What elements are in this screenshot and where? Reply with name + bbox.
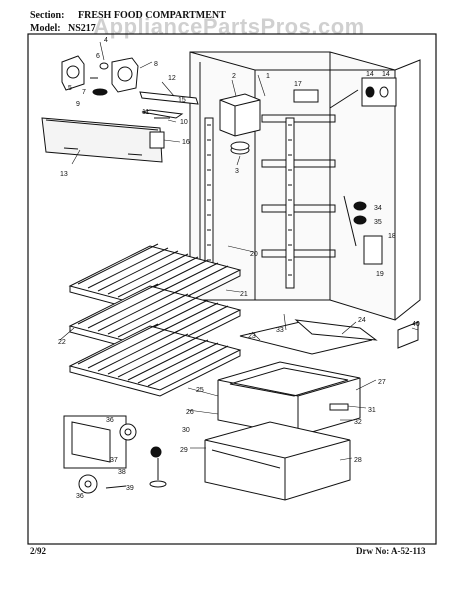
callout-14b: 14 [382, 71, 390, 78]
model-label: Model: [30, 23, 61, 34]
section-title: FRESH FOOD COMPARTMENT [78, 10, 226, 21]
callout-12: 12 [168, 75, 176, 82]
callout-29: 29 [180, 447, 188, 454]
pan-slide [329, 403, 349, 411]
callout-17: 17 [294, 81, 302, 88]
control-housing [219, 93, 261, 137]
crisper-pan-lower [204, 421, 351, 501]
callout-27: 27 [378, 379, 386, 386]
callout-14a: 14 [366, 71, 374, 78]
footer-date: 2/92 [30, 546, 47, 556]
callout-33: 33 [276, 327, 284, 334]
callout-16: 16 [182, 139, 190, 146]
callout-9: 9 [76, 101, 80, 108]
callout-39: 39 [126, 485, 134, 492]
crisper-pan-upper [217, 361, 361, 437]
section-label: Section: [30, 10, 65, 21]
callout-6: 6 [96, 53, 100, 60]
callout-13: 13 [60, 171, 68, 178]
crisper-cover [239, 319, 378, 355]
callout-3: 3 [235, 168, 239, 175]
callout-labels: 1 2 3 4 5 6 7 8 9 10 11 12 13 14 14 15 1… [58, 37, 420, 500]
callout-23: 23 [248, 333, 256, 340]
callout-24: 24 [358, 317, 366, 324]
callout-8: 8 [154, 61, 158, 68]
callout-4: 4 [104, 37, 108, 44]
callout-36a: 36 [106, 417, 114, 424]
callout-35: 35 [374, 219, 382, 226]
callout-26: 26 [186, 409, 194, 416]
callout-1: 1 [266, 73, 270, 80]
model-value: NS217 [68, 23, 96, 34]
clip-parts [293, 77, 397, 265]
light-shield [139, 91, 199, 119]
trim-panel [41, 117, 165, 163]
callout-36b: 36 [76, 493, 84, 500]
callout-28: 28 [354, 457, 362, 464]
callout-40: 40 [412, 321, 420, 328]
callout-38: 38 [118, 469, 126, 476]
callout-22: 22 [58, 339, 66, 346]
drawing-frame [27, 33, 437, 545]
callout-32: 32 [354, 419, 362, 426]
callout-7: 7 [82, 89, 86, 96]
callout-5: 5 [68, 85, 72, 92]
watermark: AppliancePartsPros.com [93, 14, 365, 39]
callout-21: 21 [240, 291, 248, 298]
callout-11: 11 [142, 109, 149, 116]
callout-10: 10 [180, 119, 188, 126]
callout-30: 30 [182, 427, 190, 434]
callout-15: 15 [178, 97, 186, 104]
leveler-inset [63, 415, 167, 494]
callout-18: 18 [388, 233, 396, 240]
callout-19: 19 [376, 271, 384, 278]
callout-34: 34 [374, 205, 382, 212]
callout-20: 20 [250, 251, 258, 258]
callout-31: 31 [368, 407, 376, 414]
callout-25: 25 [196, 387, 204, 394]
drawing-number: Drw No: A-52-113 [356, 546, 426, 556]
light-socket-assembly [61, 55, 139, 96]
callout-2: 2 [232, 73, 236, 80]
shelf-ladder-left [204, 117, 214, 267]
callout-37: 37 [110, 457, 118, 464]
wire-shelf-bottom [68, 323, 242, 397]
